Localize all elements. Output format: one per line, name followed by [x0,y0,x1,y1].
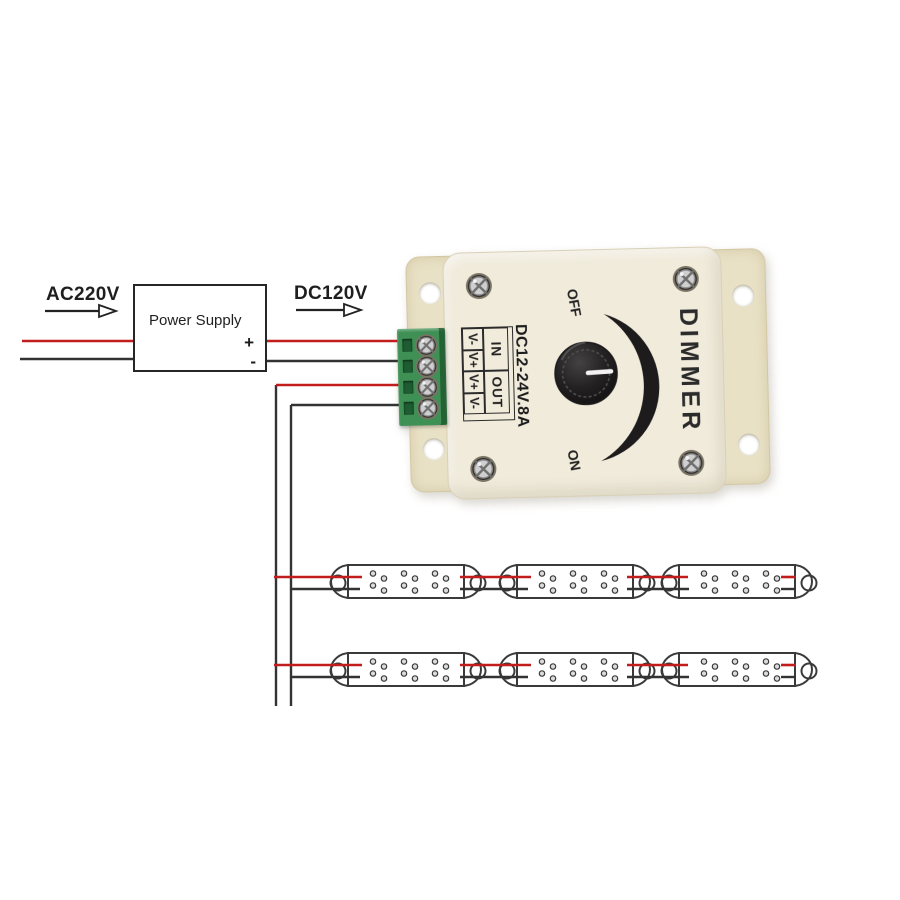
led-module [329,564,487,599]
dc-voltage-label: DC120V [294,283,368,304]
screw-icon [464,271,494,301]
wire-entry-hole [403,401,415,415]
mounting-hole [737,433,761,456]
wire-entry-hole [402,359,413,373]
out-label: OUT [483,370,511,414]
terminal-label: V- [461,327,484,350]
terminal-label: V+ [462,349,484,372]
in-label: IN [482,327,509,371]
mounting-hole [422,437,446,461]
led-strip-row-1 [329,564,818,599]
minus-terminal-label: - [250,352,256,371]
wire-entry-hole [402,338,413,352]
power-supply-box: Power Supply + - [133,284,267,372]
negative-wires [20,357,796,706]
dimmer-label: DIMMER [673,307,706,434]
ac-flow-arrow-icon [45,303,119,319]
knob-indicator [585,369,614,376]
led-strip-row-2 [329,652,818,687]
ac-voltage-label: AC220V [46,284,120,305]
screw-icon [676,448,706,478]
screw-icon [671,264,701,294]
terminal-label: V+ [462,370,485,393]
led-module [498,652,656,687]
wire-entry-hole [403,380,414,394]
terminal-block [396,327,448,427]
dial-arc [601,313,660,462]
led-module [660,564,818,599]
mounting-hole [418,281,442,305]
led-module [660,652,818,687]
dimmer-unit: V- IN V+ V+ OUT V- DC12-24V.8A OFF O [396,235,783,506]
led-module [329,652,487,687]
dc-flow-arrow-icon [296,302,364,318]
terminal-screw-icon [415,396,441,421]
terminal-label-table: V- IN V+ V+ OUT V- [460,326,516,422]
power-supply-label: Power Supply [149,312,242,329]
plus-terminal-label: + [244,333,254,352]
positive-wires [22,339,796,667]
mounting-hole [731,284,755,307]
rating-label: DC12-24V.8A [511,323,532,429]
dimmer-knob-area [554,313,660,462]
led-strip-rows [329,564,818,687]
terminal-label: V- [463,392,486,415]
led-module [498,564,656,599]
screw-icon [469,454,498,484]
